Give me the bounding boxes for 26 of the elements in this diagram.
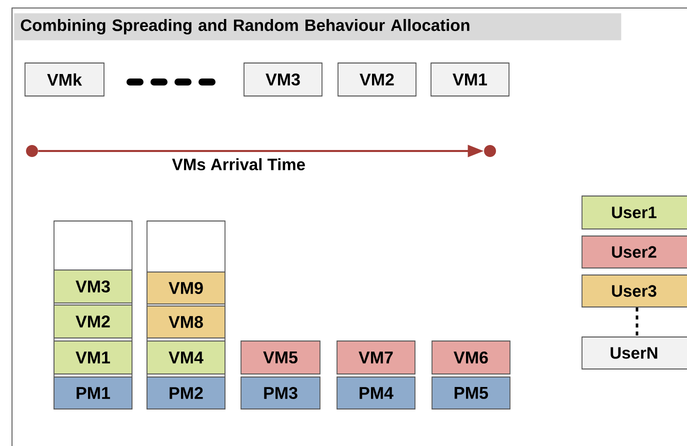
vm-box: VM3 bbox=[244, 62, 322, 96]
legend-item: UserN bbox=[582, 336, 687, 370]
vm-box: VM2 bbox=[54, 304, 132, 338]
end-dot bbox=[26, 145, 38, 157]
pm-box: PM2 bbox=[146, 376, 226, 410]
vm-box: VM7 bbox=[336, 340, 416, 374]
pm-box: PM1 bbox=[54, 376, 132, 410]
vm-box: VM6 bbox=[432, 340, 510, 374]
legend-item: User1 bbox=[582, 196, 687, 230]
vm-box: VM8 bbox=[146, 306, 226, 338]
vm-box: VM9 bbox=[146, 272, 226, 304]
edge-label: VMs Arrival Time bbox=[172, 158, 305, 170]
legend-item: User3 bbox=[582, 274, 687, 308]
vm-box: VM1 bbox=[430, 62, 510, 96]
end-dot bbox=[484, 145, 496, 157]
vm-box: VM1 bbox=[54, 340, 132, 374]
pm-box: PM4 bbox=[336, 376, 416, 410]
pm-box: PM3 bbox=[240, 376, 320, 410]
vm-box: VM4 bbox=[146, 340, 226, 374]
vm-box: VM2 bbox=[338, 62, 416, 96]
vm-box: VM3 bbox=[54, 270, 132, 304]
title-band: Combining Spreading and Random Behaviour Allocation bbox=[14, 13, 622, 40]
pm-box: PM5 bbox=[432, 376, 510, 410]
legend-item: User2 bbox=[582, 236, 687, 268]
vm-box: VM5 bbox=[240, 340, 320, 374]
vm-box: VMk bbox=[24, 62, 104, 96]
